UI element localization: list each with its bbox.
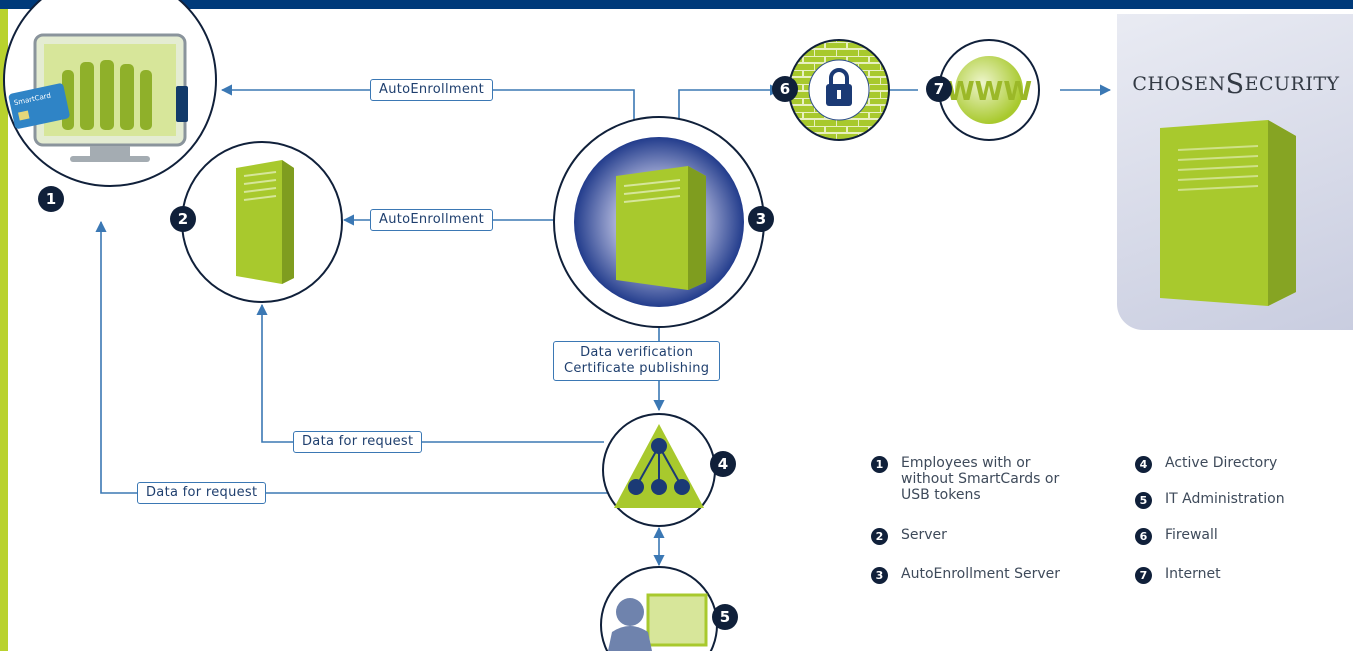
legend-num-4: 4 xyxy=(1135,456,1152,473)
label-data-verification-line1: Data verification xyxy=(580,345,694,360)
label-data-verification: Data verification Certificate publishing xyxy=(553,341,721,381)
legend-text-5: IT Administration xyxy=(1165,491,1285,507)
label-data-for-request-lower: Data for request xyxy=(137,482,267,504)
node-employees: SmartCard xyxy=(3,0,217,187)
legend-item-2: 2 Server xyxy=(871,527,947,545)
chosen-security-logo: CHOSENSECURITY xyxy=(1132,69,1340,100)
node-internet: WWW xyxy=(938,39,1040,141)
badge-1: 1 xyxy=(38,186,64,212)
top-bar xyxy=(0,0,1353,9)
legend-item-5: 5 IT Administration xyxy=(1135,491,1285,509)
label-autoenrollment-mid: AutoEnrollment xyxy=(370,209,494,231)
badge-5: 5 xyxy=(712,604,738,630)
label-autoenrollment-top: AutoEnrollment xyxy=(370,79,494,101)
legend-text-2: Server xyxy=(901,527,947,543)
legend-text-1: Employees with or without SmartCards or … xyxy=(901,455,1060,503)
node-it-administration xyxy=(600,566,718,651)
legend-num-2: 2 xyxy=(871,528,888,545)
badge-4: 4 xyxy=(710,451,736,477)
www-label: WWW xyxy=(946,77,1032,107)
legend-text-3: AutoEnrollment Server xyxy=(901,566,1060,582)
line-4-to-2 xyxy=(256,303,604,443)
chosen-security-server xyxy=(1160,120,1296,306)
legend-text-6: Firewall xyxy=(1165,527,1218,543)
node-active-directory xyxy=(602,413,716,527)
node-server xyxy=(181,141,343,303)
node-autoenrollment-server xyxy=(553,116,765,328)
legend-item-6: 6 Firewall xyxy=(1135,527,1218,545)
legend-num-6: 6 xyxy=(1135,528,1152,545)
legend-num-3: 3 xyxy=(871,567,888,584)
left-bar xyxy=(0,9,8,651)
node-firewall xyxy=(788,39,890,141)
legend-num-1: 1 xyxy=(871,456,888,473)
legend-item-1: 1 Employees with or without SmartCards o… xyxy=(871,455,1059,503)
legend-text-4: Active Directory xyxy=(1165,455,1278,471)
line-4-to-1 xyxy=(95,220,614,494)
legend-item-4: 4 Active Directory xyxy=(1135,455,1277,473)
badge-7: 7 xyxy=(926,76,952,102)
legend-item-3: 3 AutoEnrollment Server xyxy=(871,566,1060,584)
legend-num-5: 5 xyxy=(1135,492,1152,509)
legend-num-7: 7 xyxy=(1135,567,1152,584)
label-data-for-request-upper: Data for request xyxy=(293,431,423,453)
legend-text-7: Internet xyxy=(1165,566,1221,582)
usb-token xyxy=(176,86,188,122)
badge-6: 6 xyxy=(772,76,798,102)
label-data-verification-line2: Certificate publishing xyxy=(564,361,710,376)
legend-item-7: 7 Internet xyxy=(1135,566,1221,584)
badge-2: 2 xyxy=(170,206,196,232)
badge-3: 3 xyxy=(748,206,774,232)
